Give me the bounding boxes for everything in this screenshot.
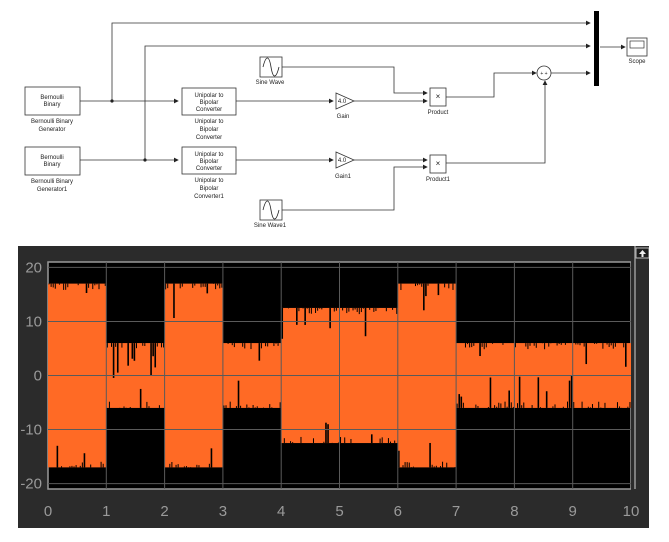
block-caption: Bernoulli Binary <box>31 119 73 125</box>
block-text: Binary <box>43 102 60 108</box>
block-caption: Bipolar <box>200 186 219 192</box>
trace-spikes <box>48 283 631 468</box>
block-text: Binary <box>43 162 60 168</box>
sum-block[interactable]: + + <box>536 65 552 81</box>
block-caption: Generator <box>38 127 65 133</box>
block-text: Converter <box>196 107 222 113</box>
product1-block[interactable]: × Product1 <box>426 154 451 183</box>
gain-value: 4.0 <box>338 158 347 164</box>
x-tick-label: 7 <box>452 503 460 520</box>
block-caption: Product <box>428 110 449 116</box>
scope-window: 0 1 2 3 4 5 6 7 8 9 10 20 10 0 -10 -20 <box>18 246 650 528</box>
sum-signs: + + <box>540 71 547 77</box>
undock-arrow-icon <box>639 250 646 257</box>
block-caption: Converter <box>196 135 222 141</box>
scope-screen-icon <box>629 40 645 49</box>
sine-wave1-block[interactable]: Sine Wave1 <box>254 199 287 229</box>
gain1-block[interactable]: 4.0 Gain1 <box>335 151 355 180</box>
x-tick-label: 2 <box>160 503 168 520</box>
x-tick-label: 6 <box>394 503 402 520</box>
scope-block[interactable]: Scope <box>626 37 648 65</box>
y-tick-label: -20 <box>20 476 42 493</box>
block-caption: Product1 <box>426 177 451 183</box>
x-tick-label: 1 <box>102 503 110 520</box>
block-caption: Generator1 <box>37 187 68 193</box>
block-text: Bipolar <box>200 100 219 106</box>
sine-wave-icon <box>262 200 280 220</box>
block-caption: Bernoulli Binary <box>31 179 73 185</box>
y-tick-label: -10 <box>20 422 42 439</box>
gain-block[interactable]: 4.0 Gain <box>335 92 355 120</box>
block-text: Bernoulli <box>40 155 63 161</box>
block-caption: Unipolar to <box>194 119 224 125</box>
sine-wave-block[interactable]: Sine Wave <box>256 56 285 86</box>
product-block[interactable]: × Product <box>428 87 449 116</box>
x-tick-label: 0 <box>44 503 52 520</box>
block-caption: Scope <box>628 59 646 65</box>
x-tick-label: 8 <box>510 503 518 520</box>
block-caption: Bipolar <box>200 127 219 133</box>
x-tick-label: 3 <box>219 503 227 520</box>
x-tick-label: 10 <box>623 503 640 520</box>
multiply-icon: × <box>436 92 441 101</box>
mux-block[interactable] <box>594 11 599 86</box>
block-caption: Gain <box>337 114 350 120</box>
x-tick-label: 5 <box>335 503 343 520</box>
block-text: Unipolar to <box>194 93 224 99</box>
block-caption: Sine Wave1 <box>254 223 287 229</box>
undock-button[interactable] <box>635 247 650 259</box>
unipolar-to-bipolar-converter1-block[interactable]: Unipolar to Bipolar Converter Unipolar t… <box>181 146 237 200</box>
block-caption: Sine Wave <box>256 80 285 86</box>
y-tick-label: 10 <box>25 313 42 330</box>
sine-wave-icon <box>262 57 280 77</box>
scope-plot: 0 1 2 3 4 5 6 7 8 9 10 20 10 0 -10 -20 <box>20 246 650 528</box>
grid <box>48 262 631 489</box>
y-tick-labels: 20 10 0 -10 -20 <box>20 259 42 492</box>
block-caption: Gain1 <box>335 174 352 180</box>
bernoulli-binary-generator1-block[interactable]: Bernoulli Binary Bernoulli Binary Genera… <box>24 146 81 193</box>
x-tick-labels: 0 1 2 3 4 5 6 7 8 9 10 <box>44 503 640 520</box>
x-tick-label: 4 <box>277 503 285 520</box>
block-text: Bernoulli <box>40 95 63 101</box>
block-caption: Unipolar to <box>194 178 224 184</box>
block-caption: Converter1 <box>194 194 224 200</box>
y-tick-label: 0 <box>34 368 42 385</box>
gain-value: 4.0 <box>338 99 347 105</box>
x-tick-label: 9 <box>569 503 577 520</box>
y-tick-label: 20 <box>25 259 42 276</box>
unipolar-to-bipolar-converter-block[interactable]: Unipolar to Bipolar Converter Unipolar t… <box>181 87 237 141</box>
bernoulli-binary-generator-block[interactable]: Bernoulli Binary Bernoulli Binary Genera… <box>24 86 81 133</box>
block-text: Bipolar <box>200 159 219 165</box>
multiply-icon: × <box>436 159 441 168</box>
signal-lines <box>80 20 626 211</box>
block-text: Unipolar to <box>194 152 224 158</box>
block-text: Converter <box>196 166 222 172</box>
simulink-diagram: Bernoulli Binary Bernoulli Binary Genera… <box>24 11 648 229</box>
